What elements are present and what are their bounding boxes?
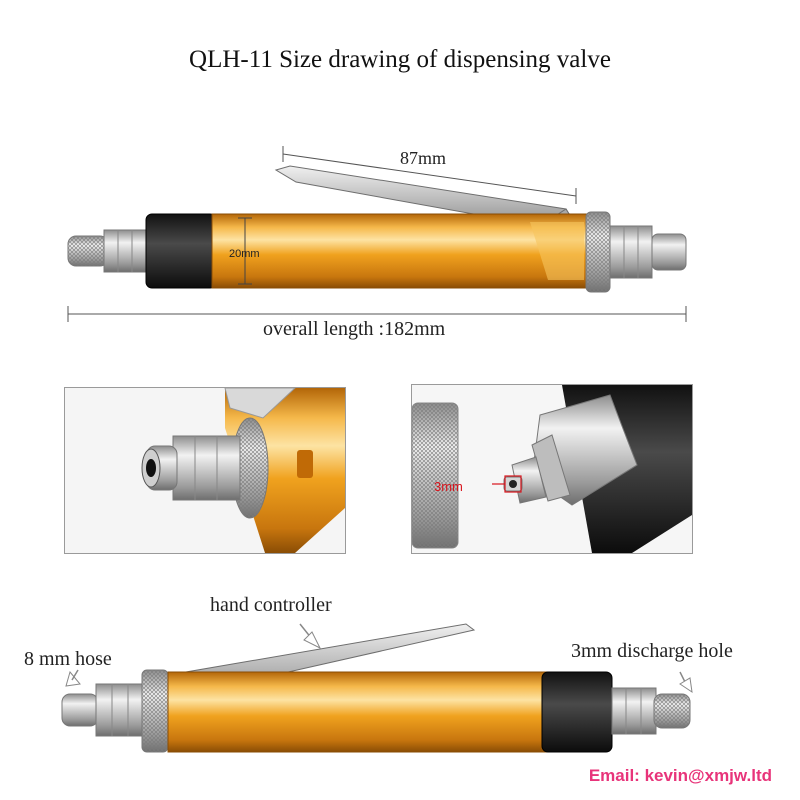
right-fitting	[585, 211, 687, 293]
valve-sleeve	[541, 671, 613, 753]
overall-length-dimension-line	[67, 306, 687, 322]
hand-controller-arrow-icon	[299, 623, 322, 650]
hose-arrow-icon	[65, 669, 81, 687]
page-title: QLH-11 Size drawing of dispensing valve	[189, 46, 611, 73]
valve-size-drawing	[67, 146, 687, 322]
overall-length-label: overall length :182mm	[263, 318, 446, 340]
outlet-diameter-label: 3mm	[434, 479, 463, 494]
lever-dimension-line	[282, 146, 577, 204]
body-diameter-label: 20mm	[229, 248, 260, 260]
discharge-hole-label: 3mm discharge hole	[571, 640, 733, 662]
discharge-outlet-closeup-photo	[411, 384, 693, 554]
valve-parts-diagram	[61, 623, 693, 753]
left-fitting	[67, 229, 147, 273]
discharge-arrow-icon	[679, 671, 693, 694]
hose-inlet-closeup-photo	[64, 387, 346, 554]
lever-length-label: 87mm	[400, 148, 447, 168]
hose-fitting	[61, 669, 169, 753]
hose-label: 8 mm hose	[24, 648, 112, 670]
discharge-fitting	[611, 687, 691, 735]
diameter-dimension-line	[238, 217, 252, 285]
hand-controller-label: hand controller	[210, 594, 332, 616]
contact-email: Email: kevin@xmjw.ltd	[588, 766, 772, 785]
black-sleeve	[145, 213, 217, 289]
valve-body	[167, 671, 549, 753]
